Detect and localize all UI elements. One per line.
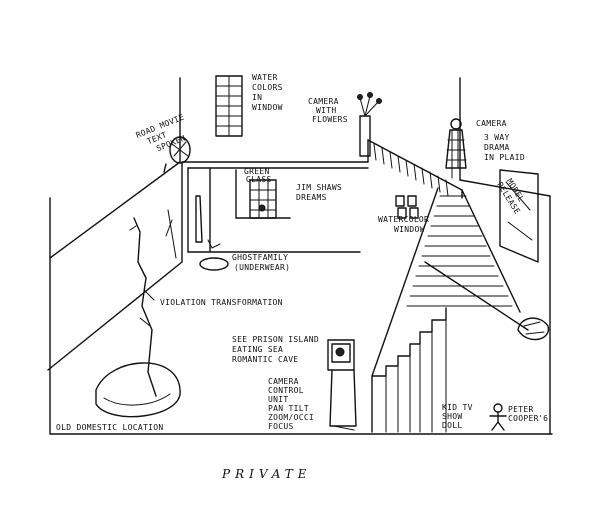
pile-object: [517, 317, 549, 341]
camera-flowers-line-3: FLOWERS: [312, 115, 348, 124]
watercolor-window-line-2: WINDOW: [394, 225, 425, 234]
camera-control-line-4: PAN TILT: [268, 404, 309, 413]
road-movie-head: [163, 136, 191, 173]
camera-control-line-2: CONTROL: [268, 386, 304, 395]
camera-control-line-1: CAMERA: [268, 377, 299, 386]
green-glass-line-1: GREEN: [244, 167, 270, 176]
kid-tv-doll: [489, 403, 507, 431]
staircase: [367, 139, 521, 433]
camera-drama-label: CAMERA 3 WAY DRAMA IN PLAID: [476, 119, 525, 162]
water-colors-line-4: WINDOW: [252, 103, 283, 112]
old-domestic-label: OLD DOMESTIC LOCATION: [56, 423, 163, 432]
water-colors-label: WATER COLORS IN WINDOW: [252, 73, 283, 112]
water-colors-line-2: COLORS: [252, 83, 283, 92]
camera-flowers-line-1: CAMERA: [308, 97, 339, 106]
violation-label: VIOLATION TRANSFORMATION: [160, 298, 283, 307]
camera-control-line-6: FOCUS: [268, 422, 294, 431]
peter-cooper-line-1: PETER: [508, 405, 534, 414]
water-colors-line-1: WATER: [252, 73, 278, 82]
prison-island-label: SEE PRISON ISLAND EATING SEA ROMANTIC CA…: [232, 335, 319, 364]
camera-control-line-3: UNIT: [268, 395, 288, 404]
watercolor-window-line-1: WATERCOLOR: [378, 215, 429, 224]
watercolor-window-label: WATERCOLOR WINDOW: [378, 215, 429, 234]
camera-control-line-5: ZOOM/OCCI: [268, 413, 314, 422]
prison-island-line-2: EATING SEA: [232, 345, 283, 354]
room-structure: [47, 77, 553, 435]
camera-drama-line-1: CAMERA: [476, 119, 507, 128]
ghost-family: [165, 195, 229, 271]
model-release-sign: [499, 169, 539, 263]
camera-control-unit: [327, 339, 357, 431]
peter-cooper-label: PETER COOPER '6: [508, 405, 548, 423]
camera-drama-line-2: 3 WAY: [484, 133, 510, 142]
green-glass-label: GREEN GLASS: [244, 167, 272, 184]
kid-tv-line-3: DOLL: [442, 421, 462, 430]
ghost-family-label: GHOSTFAMILY (UNDERWEAR): [232, 253, 290, 272]
hanging-figure: [95, 217, 181, 418]
prison-island-line-1: SEE PRISON ISLAND: [232, 335, 319, 344]
camera-flowers-line-2: WITH: [316, 106, 336, 115]
road-movie-label: ROAD MOVIE TEXT SPOKEN: [135, 112, 187, 153]
page-title: PRIVATE: [221, 467, 311, 481]
camera-flowers-label: CAMERA WITH FLOWERS: [308, 97, 348, 124]
green-glass-line-2: GLASS: [246, 175, 272, 184]
camera-control-label: CAMERA CONTROL UNIT PAN TILT ZOOM/OCCI F…: [268, 377, 314, 431]
signature-number: '6: [538, 414, 548, 423]
jim-shaw-line-1: JIM SHAWS: [296, 183, 342, 192]
plaid-figure: [445, 118, 467, 179]
watercolor-frames: [395, 195, 419, 219]
ghost-family-line-2: (UNDERWEAR): [234, 263, 290, 272]
green-glass-window: [249, 179, 277, 219]
kid-tv-line-1: KID TV: [442, 403, 473, 412]
jim-shaw-line-2: DREAMS: [296, 193, 327, 202]
water-colors-window: [215, 75, 243, 137]
camera-drama-line-4: IN PLAID: [484, 153, 525, 162]
jim-shaw-label: JIM SHAWS DREAMS: [296, 183, 342, 202]
camera-drama-line-3: DRAMA: [484, 143, 510, 152]
water-colors-line-3: IN: [252, 93, 262, 102]
ghost-family-line-1: GHOSTFAMILY: [232, 253, 288, 262]
camera-flowers: [357, 92, 382, 157]
peter-cooper-line-2: COOPER: [508, 414, 539, 423]
prison-island-line-3: ROMANTIC CAVE: [232, 355, 299, 364]
kid-tv-line-2: SHOW: [442, 412, 462, 421]
kid-tv-label: KID TV SHOW DOLL: [442, 403, 473, 430]
